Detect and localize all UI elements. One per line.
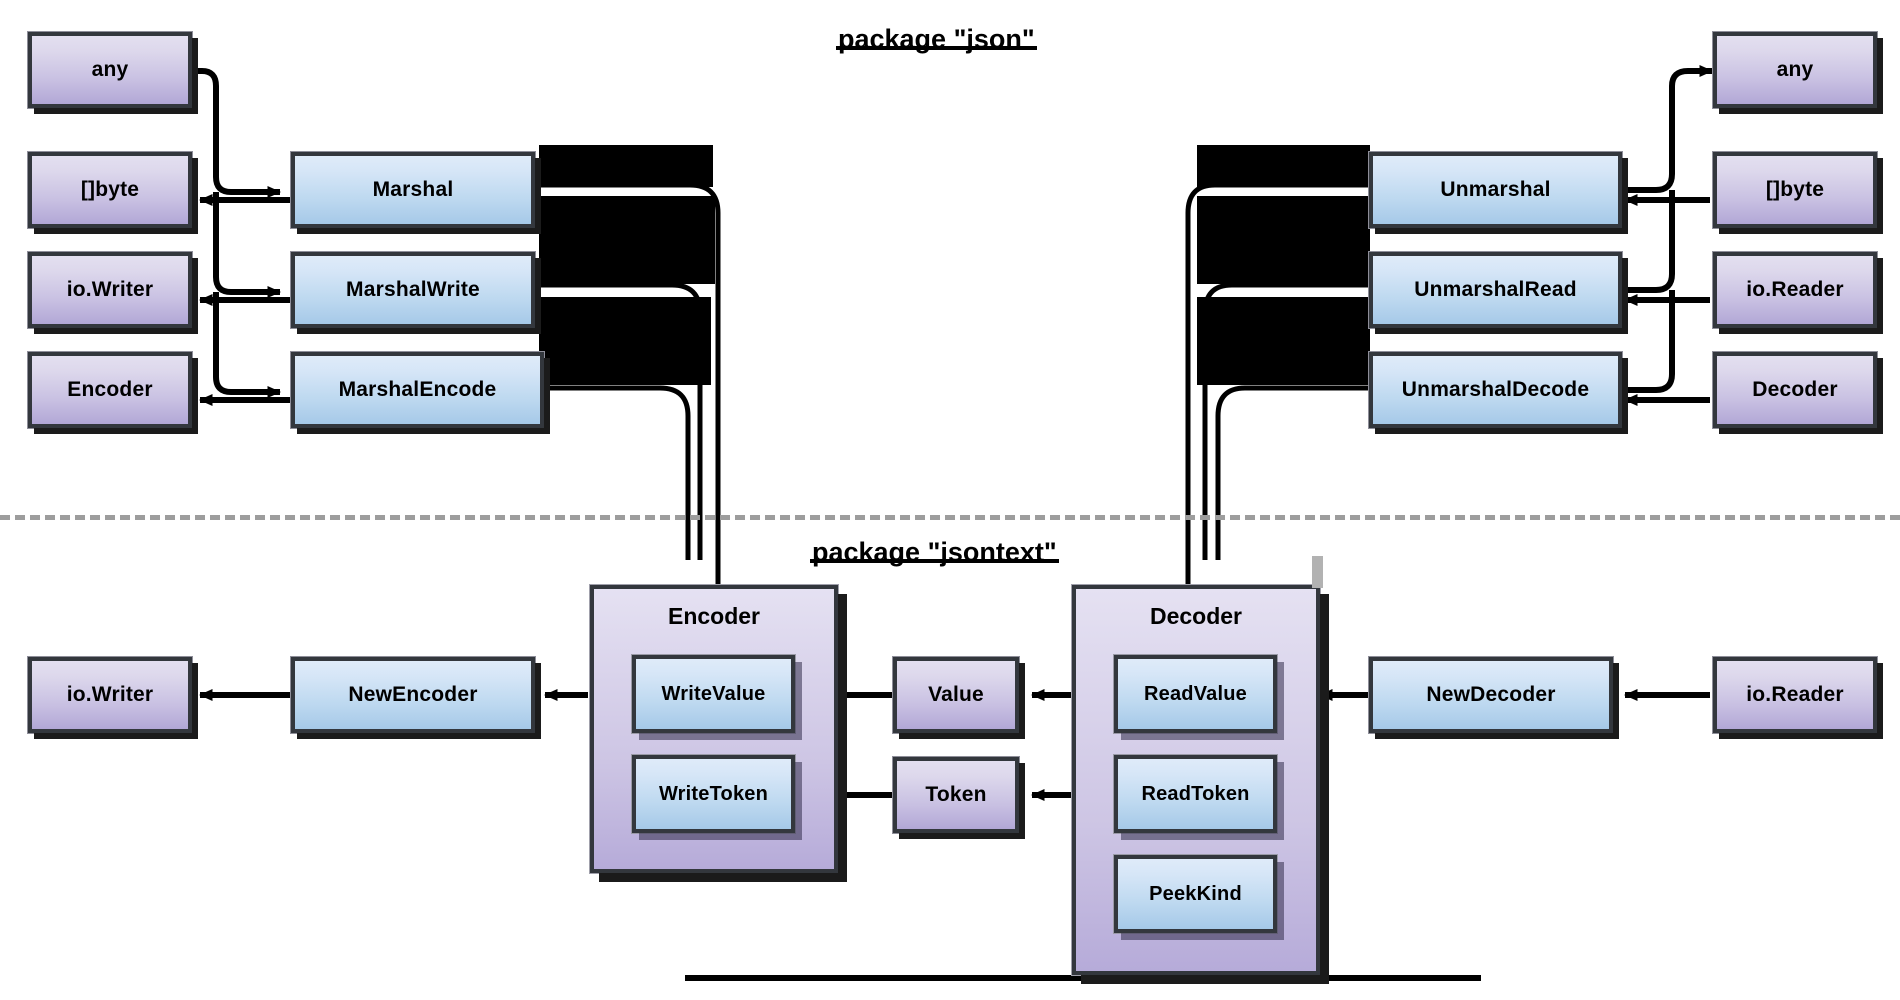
func-box-unmarshaldecode[interactable]: UnmarshalDecode: [1369, 352, 1622, 428]
type-label: io.Reader: [1746, 278, 1844, 301]
routing-artifact-left-3: [539, 297, 711, 385]
package-jsontext-title-text: package "jsontext": [812, 537, 1057, 567]
type-box-bytes-left[interactable]: []byte: [28, 152, 192, 228]
func-label: UnmarshalRead: [1414, 278, 1577, 301]
method-box-peekkind[interactable]: PeekKind: [1114, 855, 1277, 933]
func-box-unmarshalread[interactable]: UnmarshalRead: [1369, 252, 1622, 328]
func-box-newdecoder[interactable]: NewDecoder: [1369, 657, 1613, 733]
type-label: io.Writer: [66, 278, 154, 301]
package-json-title-text: package "json": [838, 24, 1035, 54]
type-box-encoder-left[interactable]: Encoder: [28, 352, 192, 428]
group-title-encoder: Encoder: [667, 603, 761, 629]
routing-artifact-left-1: [539, 145, 713, 187]
func-box-newencoder[interactable]: NewEncoder: [291, 657, 535, 733]
func-label: UnmarshalDecode: [1401, 378, 1590, 401]
type-box-ioreader-right[interactable]: io.Reader: [1713, 252, 1877, 328]
routing-artifact-right-2: [1197, 196, 1370, 284]
func-label: MarshalWrite: [346, 278, 480, 301]
type-label: Token: [925, 783, 987, 806]
func-box-unmarshal[interactable]: Unmarshal: [1369, 152, 1622, 228]
method-box-readvalue[interactable]: ReadValue: [1114, 655, 1277, 733]
func-label: Marshal: [372, 178, 454, 201]
type-label: []byte: [1765, 178, 1825, 201]
func-box-marshalencode[interactable]: MarshalEncode: [291, 352, 544, 428]
type-box-iowriter-left[interactable]: io.Writer: [28, 252, 192, 328]
package-jsontext-title: package "jsontext": [812, 537, 1057, 568]
package-divider: [0, 515, 1900, 520]
stray-gray-tick: [1312, 556, 1323, 588]
type-label: any: [1776, 58, 1814, 81]
routing-artifact-right-3: [1197, 297, 1370, 385]
method-label: WriteToken: [658, 782, 769, 805]
type-box-value[interactable]: Value: [893, 657, 1019, 733]
method-box-readtoken[interactable]: ReadToken: [1114, 755, 1277, 833]
method-label: PeekKind: [1149, 882, 1242, 905]
func-box-marshalwrite[interactable]: MarshalWrite: [291, 252, 535, 328]
type-box-iowriter-bottom[interactable]: io.Writer: [28, 657, 192, 733]
type-box-ioreader-bottom[interactable]: io.Reader: [1713, 657, 1877, 733]
type-label: any: [91, 58, 129, 81]
type-box-token[interactable]: Token: [893, 757, 1019, 833]
func-box-marshal[interactable]: Marshal: [291, 152, 535, 228]
package-json-title: package "json": [838, 24, 1035, 55]
group-title-decoder: Decoder: [1149, 603, 1243, 629]
func-label: NewDecoder: [1426, 683, 1556, 706]
type-label: []byte: [80, 178, 140, 201]
routing-artifact-right-1: [1197, 145, 1370, 187]
type-label: io.Writer: [66, 683, 154, 706]
func-label: NewEncoder: [348, 683, 478, 706]
type-box-any-left[interactable]: any: [28, 32, 192, 108]
method-label: ReadValue: [1144, 682, 1247, 705]
type-box-decoder-right[interactable]: Decoder: [1713, 352, 1877, 428]
method-box-writevalue[interactable]: WriteValue: [632, 655, 795, 733]
func-label: Unmarshal: [1440, 178, 1551, 201]
stray-bottom-rule: [685, 975, 1481, 981]
type-label: Encoder: [67, 378, 153, 401]
type-label: Decoder: [1752, 378, 1838, 401]
type-label: io.Reader: [1746, 683, 1844, 706]
method-label: ReadToken: [1141, 782, 1250, 805]
type-label: Value: [928, 683, 984, 706]
method-label: WriteValue: [661, 682, 766, 705]
type-box-any-right[interactable]: any: [1713, 32, 1877, 108]
type-box-bytes-right[interactable]: []byte: [1713, 152, 1877, 228]
method-box-writetoken[interactable]: WriteToken: [632, 755, 795, 833]
routing-artifact-left-2: [539, 196, 715, 284]
func-label: MarshalEncode: [338, 378, 497, 401]
